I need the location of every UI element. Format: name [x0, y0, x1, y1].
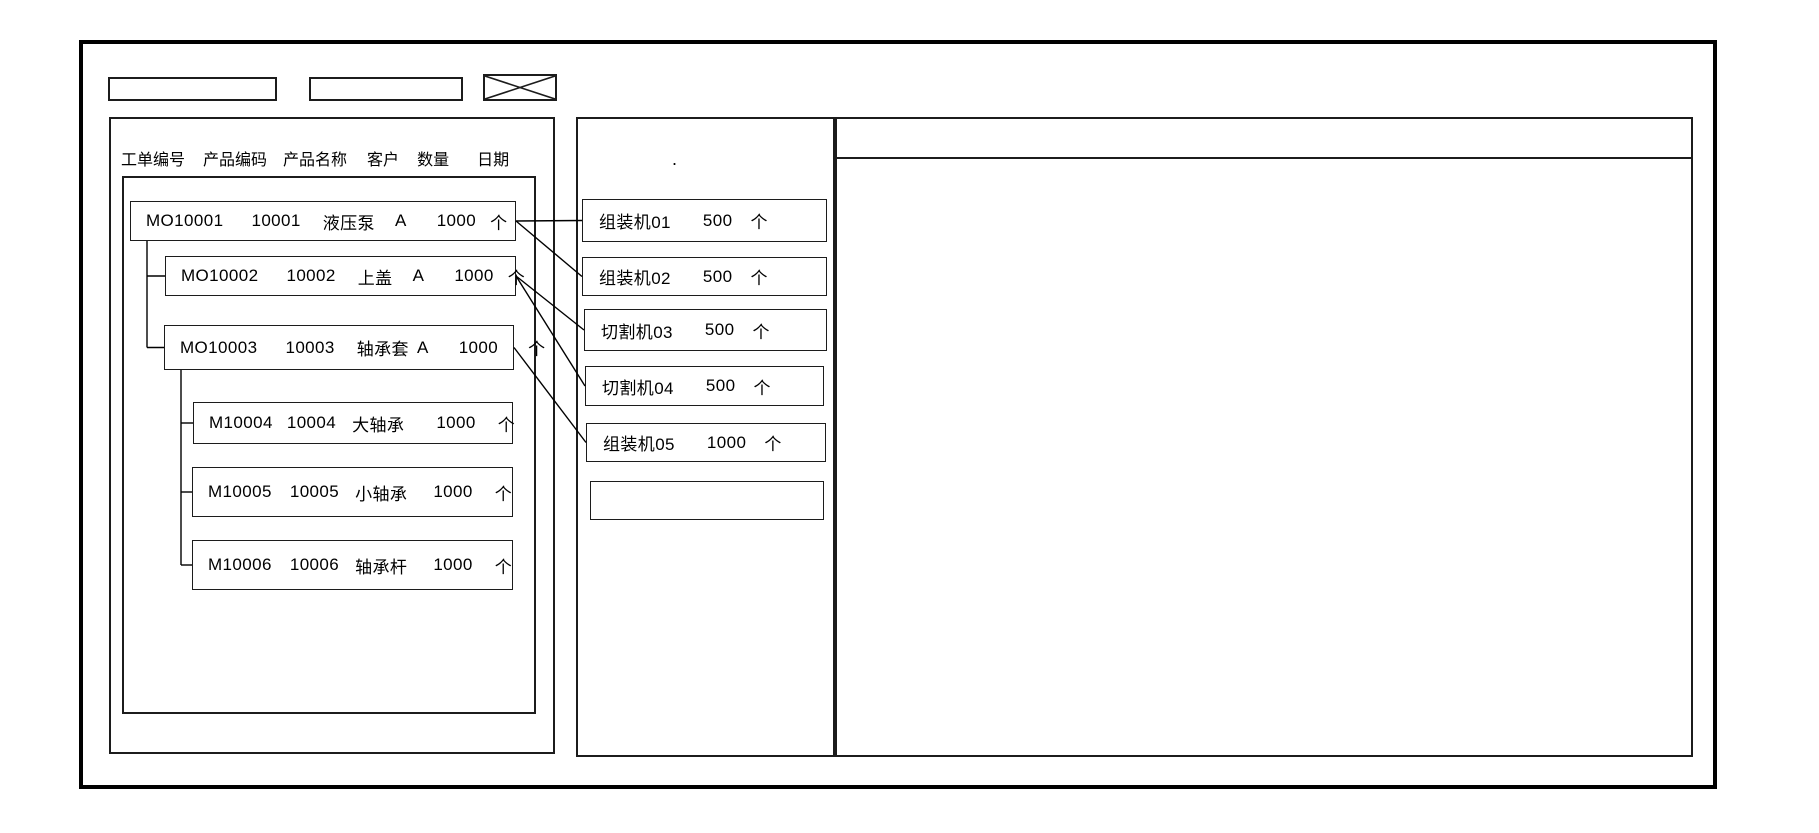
unit: 个 [528, 340, 546, 359]
order-no: M10004 [209, 413, 273, 432]
unit: 个 [750, 213, 768, 232]
work-order-node-mo10003[interactable]: MO10003 10003 轴承套 A 1000 个 [164, 325, 545, 370]
work-order-node-m10006[interactable]: M10006 10006 轴承杆 1000 个 [192, 540, 513, 590]
col-header-customer: 客户 [367, 152, 400, 169]
col-header-qty: 数量 [417, 152, 450, 169]
machine-name: 组装机01 [599, 213, 671, 232]
unit: 个 [497, 415, 516, 435]
unit: 个 [750, 269, 768, 288]
order-no: M10006 [208, 555, 272, 574]
quantity: 1000 [458, 337, 499, 357]
product-name: 小轴承 [355, 484, 408, 504]
unit: 个 [494, 557, 513, 577]
col-header-product-code: 产品编码 [203, 152, 268, 169]
product-code: 10005 [289, 482, 340, 501]
machine-name: 组装机02 [599, 269, 671, 288]
machine-slot-3[interactable]: 切割机03 500 个 [584, 309, 827, 351]
quantity: 1000 [433, 482, 473, 501]
product-code: 10004 [286, 413, 337, 432]
machine-qty: 1000 [706, 432, 747, 452]
order-no: MO10003 [180, 337, 258, 357]
product-name: 上盖 [357, 268, 393, 288]
unit: 个 [753, 378, 771, 398]
order-no: MO10001 [146, 211, 224, 230]
unit: 个 [764, 435, 782, 454]
machine-slot-1[interactable]: 组装机01 500 个 [582, 199, 827, 242]
col-header-product-name: 产品名称 [283, 152, 348, 169]
work-order-node-mo10002[interactable]: MO10002 10002 上盖 A 1000 个 [165, 256, 525, 296]
machine-name: 切割机04 [602, 378, 674, 398]
order-no: MO10002 [181, 266, 259, 285]
detail-panel [835, 117, 1693, 757]
order-no: M10005 [208, 482, 272, 501]
stray-dot: . [672, 149, 678, 169]
machine-slot-2[interactable]: 组装机02 500 个 [582, 257, 827, 296]
product-name: 大轴承 [352, 415, 405, 435]
product-code: 10006 [289, 555, 340, 574]
product-code: 10003 [285, 337, 335, 357]
toolbar-field-2[interactable] [309, 77, 463, 101]
product-code: 10002 [286, 266, 336, 285]
quantity: 1000 [436, 211, 477, 230]
unit: 个 [494, 484, 513, 504]
col-header-date: 日期 [477, 152, 510, 169]
customer: A [394, 211, 407, 230]
machine-slot-5[interactable]: 组装机05 1000 个 [586, 423, 826, 462]
product-name: 轴承杆 [355, 557, 408, 577]
machine-name: 切割机03 [601, 322, 673, 342]
close-button[interactable] [483, 74, 557, 101]
toolbar-field-1[interactable] [108, 77, 277, 101]
quantity: 1000 [436, 413, 476, 432]
detail-panel-header-divider [835, 157, 1693, 159]
product-code: 10001 [251, 211, 301, 230]
customer: A [416, 337, 429, 357]
customer: A [412, 266, 425, 285]
product-name: 液压泵 [322, 213, 375, 233]
col-header-order-no: 工单编号 [121, 152, 186, 169]
machine-qty: 500 [704, 320, 735, 339]
work-order-node-mo10001[interactable]: MO10001 10001 液压泵 A 1000 个 [130, 201, 516, 241]
quantity: 1000 [454, 266, 494, 285]
machine-slot-4[interactable]: 切割机04 500 个 [585, 366, 824, 406]
unit: 个 [490, 213, 508, 233]
work-order-column-headers: 工单编号 产品编码 产品名称 客户 数量 日期 [121, 146, 509, 170]
machine-qty: 500 [702, 266, 733, 286]
machine-name: 组装机05 [603, 435, 675, 454]
work-order-tree-container [122, 176, 536, 714]
unit: 个 [507, 268, 526, 288]
work-order-node-m10004[interactable]: M10004 10004 大轴承 1000 个 [193, 402, 516, 444]
x-icon [485, 76, 555, 99]
machine-qty: 500 [705, 376, 736, 395]
machine-slot-empty[interactable] [590, 481, 824, 520]
machine-qty: 500 [702, 210, 733, 230]
work-order-node-m10005[interactable]: M10005 10005 小轴承 1000 个 [192, 467, 513, 517]
quantity: 1000 [433, 555, 473, 574]
unit: 个 [752, 322, 770, 342]
product-name: 轴承套 [356, 340, 409, 359]
window-frame [79, 40, 1717, 789]
